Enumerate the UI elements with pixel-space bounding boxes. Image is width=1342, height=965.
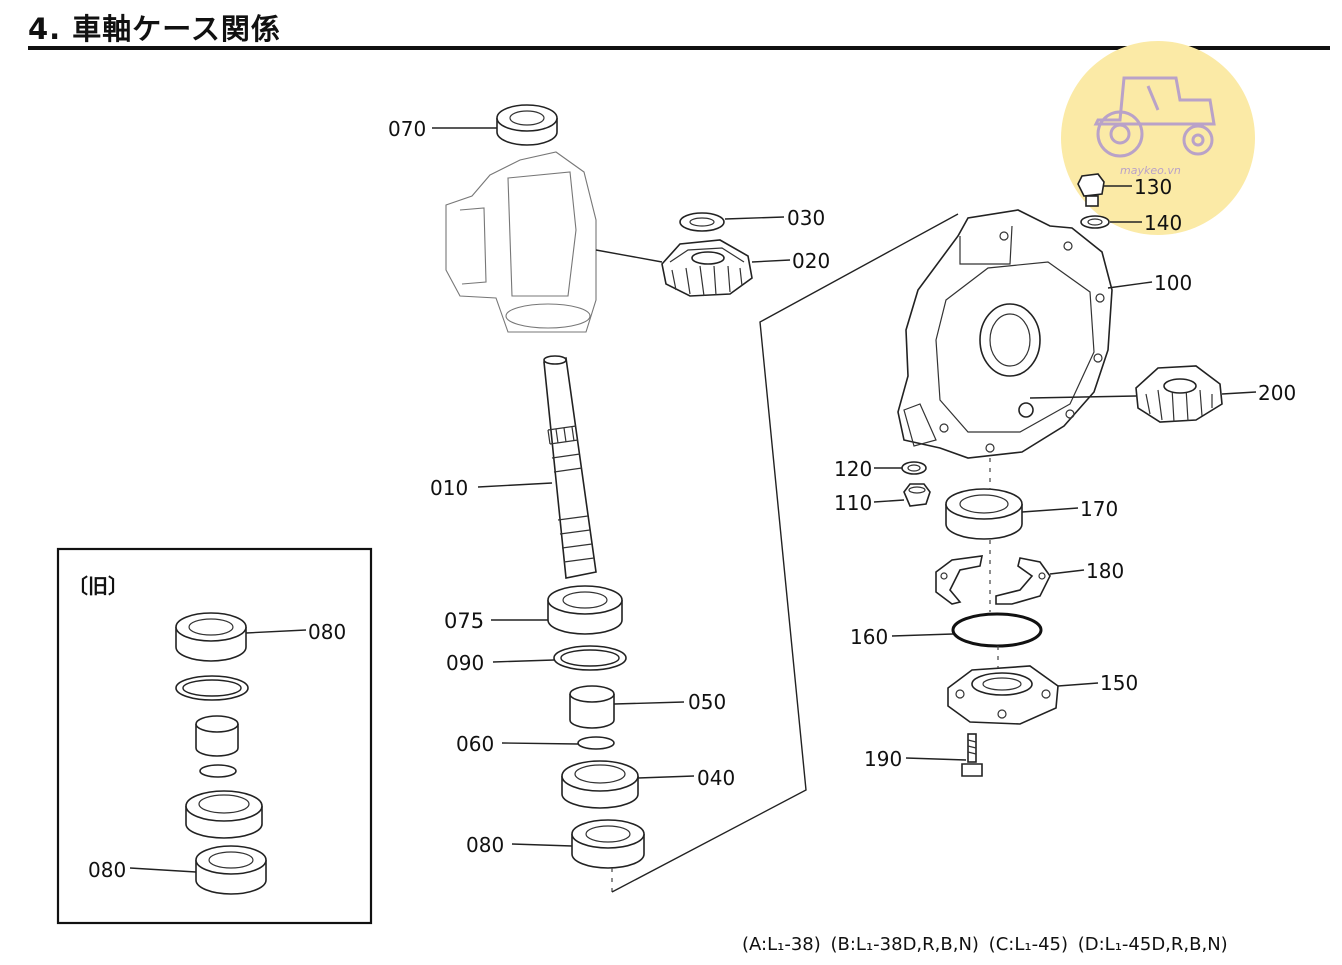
label-150: 150 [1100,671,1138,695]
bearing-080 [571,819,645,869]
inset-collar [195,715,239,757]
applicability-footer: (A:L₁-38) (B:L₁-38D,R,B,N) (C:L₁-45) (D:… [742,934,1232,955]
bolt-190 [961,733,983,777]
inset-o-ring [199,764,237,778]
label-030: 030 [787,206,825,230]
applicability-d: (D:L₁-45D,R,B,N) [1077,934,1228,955]
label-200: 200 [1258,381,1296,405]
inset-label: 〔旧〕 [68,574,128,598]
label-090: 090 [446,651,484,675]
flanged-bearing-040 [561,760,639,809]
assembly-connector-line [611,213,959,893]
axle-case-100 [897,209,1113,459]
inset-flanged-bearing [185,790,263,839]
applicability-b: (B:L₁-38D,R,B,N) [830,934,979,955]
label-130: 130 [1134,175,1172,199]
inset-bearing-top [175,612,247,662]
inset-snap-ring [175,675,249,701]
label-075: 075 [444,609,484,633]
washer-140 [1080,215,1110,229]
differential-case [445,151,597,333]
label-080-inset-top: 080 [308,620,346,644]
bearing-075 [547,585,623,635]
label-100: 100 [1154,271,1192,295]
label-080-inset-bottom: 080 [88,858,126,882]
label-190: 190 [864,747,902,771]
snap-ring-090 [553,645,627,671]
gear-washer-030 [679,212,725,232]
collar-050 [569,685,615,729]
label-010: 010 [430,476,468,500]
label-050: 050 [688,690,726,714]
label-160: 160 [850,625,888,649]
plug-130 [1077,173,1105,207]
label-140: 140 [1144,211,1182,235]
label-060: 060 [456,732,494,756]
shaft-assembly: 070 030 020 [388,104,830,894]
label-070: 070 [388,117,426,141]
shim-plates-180 [935,555,1051,605]
applicability-a: (A:L₁-38) [742,934,821,955]
bearing-170 [945,488,1023,540]
logo-text: maykeo.vn [1120,164,1181,177]
label-110: 110 [834,491,872,515]
label-040: 040 [697,766,735,790]
inset-bearing-bottom [195,845,267,895]
washer-120 [901,461,927,475]
label-080: 080 [466,833,504,857]
plug-110 [903,483,931,507]
inset-old-version: 〔旧〕 080 [56,547,373,925]
page-title: 4. 車軸ケース関係 [28,12,281,46]
label-020: 020 [792,249,830,273]
axle-case-assembly: 130 140 100 [834,173,1296,777]
label-120: 120 [834,457,872,481]
shaft-010 [543,355,597,579]
label-180: 180 [1086,559,1124,583]
label-170: 170 [1080,497,1118,521]
applicability-c: (C:L₁-45) [988,934,1068,955]
bevel-gear-200 [1135,365,1223,423]
bearing-070 [496,104,558,146]
bevel-gear-020 [661,239,753,297]
o-ring-160 [951,612,1043,648]
tractor-icon [1093,76,1216,158]
o-ring-060 [577,736,615,750]
retainer-150 [947,665,1059,725]
title-rule [28,46,1330,50]
